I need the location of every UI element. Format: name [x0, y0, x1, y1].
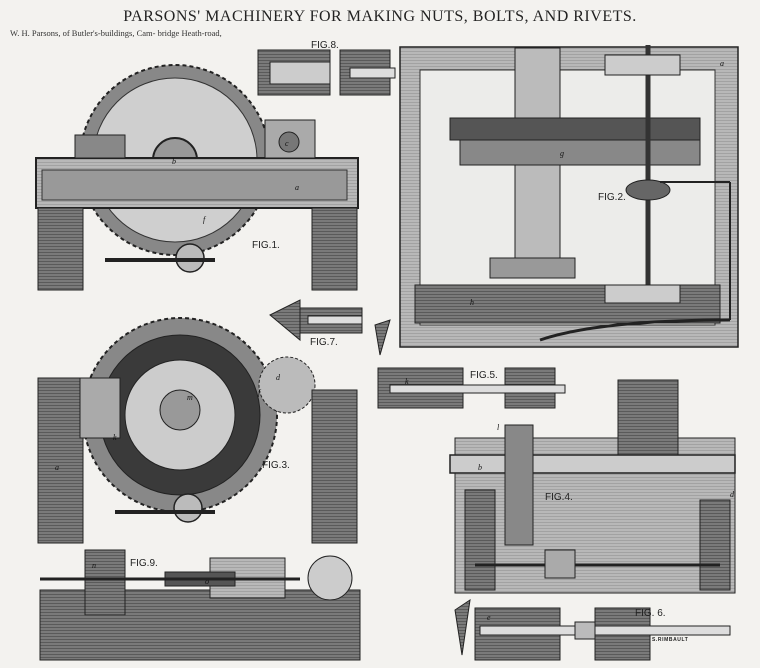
figure-5-label: FIG.5.	[470, 370, 498, 381]
figure-3: FIG.3. a d f m k	[37, 317, 358, 544]
figure-1-label: FIG.1.	[252, 240, 280, 251]
part-label-d: d	[276, 373, 281, 382]
figure-8: FIG.8.	[257, 40, 396, 96]
figure-9: FIG.9. n o	[39, 549, 361, 661]
part-label-g: g	[560, 149, 564, 158]
part-label-k-fig5: k	[405, 377, 409, 386]
part-label-e: e	[487, 613, 491, 622]
figure-6-label: FIG. 6.	[635, 608, 666, 619]
figure-1: FIG.1. b c a f	[35, 64, 359, 291]
figure-4: FIG.4. b d l	[449, 379, 736, 594]
byline: W. H. Parsons, of Butler's-buildings, Ca…	[10, 28, 222, 38]
figure-5: FIG.5. k	[374, 319, 566, 409]
part-label-n: n	[92, 561, 96, 570]
part-label-m: m	[187, 393, 193, 402]
part-label-d-fig4: d	[730, 490, 735, 499]
part-label-a-fig2: a	[720, 59, 724, 68]
figure-2-label: FIG.2.	[598, 192, 626, 203]
figure-8-label: FIG.8.	[311, 40, 339, 51]
part-label-a-fig3: a	[55, 463, 59, 472]
part-label-l: l	[497, 423, 500, 432]
part-label-f: f	[203, 215, 207, 224]
figure-9-label: FIG.9.	[130, 558, 158, 569]
engraver-signature: S.RIMBAULT	[652, 637, 688, 643]
figure-7: FIG.7.	[269, 299, 363, 348]
part-label-b: b	[172, 157, 176, 166]
part-label-o: o	[205, 577, 209, 586]
part-label-c: c	[285, 139, 289, 148]
part-label-f-fig3: f	[258, 388, 262, 397]
figure-3-label: FIG.3.	[262, 460, 290, 471]
figure-7-label: FIG.7.	[310, 337, 338, 348]
figure-4-label: FIG.4.	[545, 492, 573, 503]
part-label-a: a	[295, 183, 299, 192]
page-title: PARSONS' MACHINERY FOR MAKING NUTS, BOLT…	[123, 8, 637, 25]
figure-6: FIG. 6. e S.RIMBAULT	[454, 598, 731, 661]
part-label-b-fig4: b	[478, 463, 482, 472]
figure-2: FIG.2. a h g	[399, 45, 739, 348]
part-label-h: h	[470, 298, 474, 307]
part-label-k: k	[113, 433, 117, 442]
